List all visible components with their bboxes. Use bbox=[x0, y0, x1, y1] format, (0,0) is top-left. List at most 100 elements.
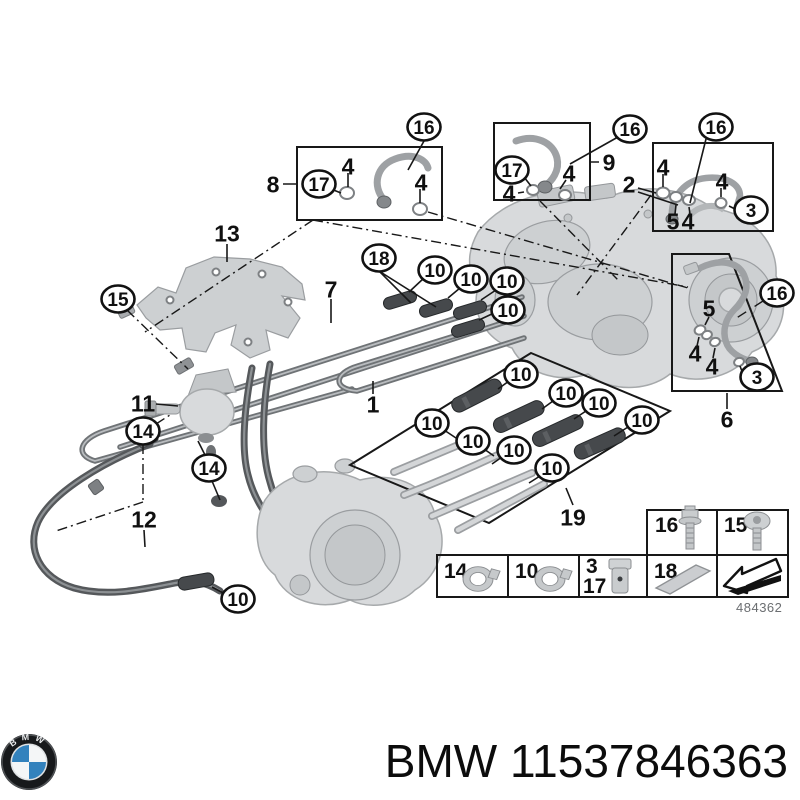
svg-text:10: 10 bbox=[462, 432, 483, 453]
part-label-7: 7 bbox=[325, 276, 338, 302]
part-number-text: BMW 11537846363 bbox=[384, 735, 788, 787]
svg-text:17: 17 bbox=[501, 161, 522, 182]
coolant-pipes-illustration bbox=[79, 290, 527, 464]
svg-text:10: 10 bbox=[496, 272, 517, 293]
callout-circle-14: 14 bbox=[191, 453, 227, 483]
svg-text:3: 3 bbox=[752, 368, 763, 389]
svg-text:10: 10 bbox=[503, 441, 524, 462]
callout-circle-14: 14 bbox=[125, 416, 161, 446]
part-label-4: 4 bbox=[706, 353, 719, 379]
part-label-6: 6 bbox=[721, 406, 734, 432]
hose-clamp-icon bbox=[462, 566, 501, 592]
part-label-4: 4 bbox=[563, 160, 576, 186]
svg-text:10: 10 bbox=[510, 365, 531, 386]
callout-circle-17: 17 bbox=[494, 155, 530, 185]
svg-text:10: 10 bbox=[555, 384, 576, 405]
box-19-contents bbox=[390, 378, 626, 534]
callout-circle-18: 18 bbox=[361, 243, 397, 273]
legend-label-17: 17 bbox=[583, 575, 606, 598]
callout-circle-15: 15 bbox=[100, 284, 136, 314]
part-label-4: 4 bbox=[682, 208, 695, 234]
part-label-19: 19 bbox=[560, 504, 586, 530]
plain-hoses bbox=[390, 437, 548, 534]
logo-quadrant-white-bl bbox=[12, 762, 29, 779]
callout-circle-10: 10 bbox=[220, 584, 256, 614]
hose-clamp-icon bbox=[534, 566, 573, 592]
legend-label-14: 14 bbox=[444, 560, 468, 583]
callout-circle-3: 3 bbox=[733, 195, 769, 225]
box-group-9 bbox=[493, 122, 591, 201]
legend-label-18: 18 bbox=[654, 560, 678, 583]
svg-text:10: 10 bbox=[588, 394, 609, 415]
logo-quadrant-white-tr bbox=[29, 745, 46, 762]
callout-circle-10: 10 bbox=[414, 408, 450, 438]
svg-text:10: 10 bbox=[421, 414, 442, 435]
footer: BMW BMW 11537846363 bbox=[0, 680, 800, 800]
svg-text:16: 16 bbox=[766, 284, 787, 305]
part-label-1: 1 bbox=[367, 391, 380, 417]
figure-code: 484362 bbox=[736, 600, 782, 615]
svg-text:16: 16 bbox=[705, 118, 726, 139]
svg-text:10: 10 bbox=[460, 270, 481, 291]
svg-text:10: 10 bbox=[424, 261, 445, 282]
callout-circle-10: 10 bbox=[534, 453, 570, 483]
water-pump-illustration bbox=[256, 458, 443, 606]
callout-circle-16: 16 bbox=[406, 112, 442, 142]
callout-circle-10: 10 bbox=[503, 359, 539, 389]
svg-text:10: 10 bbox=[497, 301, 518, 322]
detail-boxes bbox=[296, 122, 784, 525]
box-9-contents bbox=[512, 134, 572, 201]
legend-cell-arrow bbox=[716, 554, 789, 598]
callout-circle-10: 10 bbox=[417, 255, 453, 285]
legend-label-3: 3 bbox=[586, 555, 598, 578]
banjo-bolt-icon bbox=[608, 558, 632, 594]
part-label-12: 12 bbox=[131, 506, 157, 532]
exploded-parts-diagram: 1617161716316318101010101514141010101010… bbox=[30, 112, 795, 615]
part-label-5: 5 bbox=[667, 208, 680, 234]
legend-label-15: 15 bbox=[724, 514, 748, 537]
svg-text:16: 16 bbox=[619, 120, 640, 141]
hex-bolt-icon bbox=[678, 505, 702, 550]
box-group-19 bbox=[347, 351, 673, 525]
mounting-bracket-illustration bbox=[117, 256, 306, 375]
part-label-11: 11 bbox=[131, 390, 156, 416]
svg-text:10: 10 bbox=[541, 459, 562, 480]
direction-arrow-icon bbox=[722, 557, 783, 595]
svg-text:10: 10 bbox=[631, 411, 652, 432]
leader-lines bbox=[55, 136, 764, 595]
callout-circle-16: 16 bbox=[612, 114, 648, 144]
box-group-2 bbox=[652, 142, 774, 232]
svg-text:14: 14 bbox=[198, 459, 220, 480]
svg-text:3: 3 bbox=[746, 201, 757, 222]
bmw-logo: BMW bbox=[1, 733, 57, 790]
callout-circle-10: 10 bbox=[490, 295, 526, 325]
part-label-4: 4 bbox=[689, 340, 702, 366]
callout-circle-10: 10 bbox=[581, 388, 617, 418]
svg-text:15: 15 bbox=[107, 290, 129, 311]
svg-text:18: 18 bbox=[368, 249, 389, 270]
callout-circle-10: 10 bbox=[548, 378, 584, 408]
svg-text:16: 16 bbox=[413, 118, 434, 139]
legend-label-10: 10 bbox=[515, 560, 538, 583]
callout-circle-16: 16 bbox=[759, 278, 795, 308]
part-label-9: 9 bbox=[603, 149, 616, 175]
part-label-4: 4 bbox=[415, 169, 428, 195]
svg-text:17: 17 bbox=[308, 175, 329, 196]
svg-text:10: 10 bbox=[227, 590, 248, 611]
part-label-4: 4 bbox=[716, 168, 729, 194]
part-label-2: 2 bbox=[623, 171, 636, 197]
part-label-4: 4 bbox=[503, 180, 516, 206]
callout-circle-10: 10 bbox=[455, 426, 491, 456]
callout-circle-10: 10 bbox=[496, 435, 532, 465]
part-label-4: 4 bbox=[342, 153, 355, 179]
callout-circle-3: 3 bbox=[739, 362, 775, 392]
part-label-13: 13 bbox=[214, 220, 240, 246]
part-label-5: 5 bbox=[703, 295, 716, 321]
logo-quadrant-blue-tl bbox=[12, 745, 29, 762]
callout-circle-10: 10 bbox=[453, 264, 489, 294]
part-label-4: 4 bbox=[657, 154, 670, 180]
callout-circle-17: 17 bbox=[301, 169, 337, 199]
part-label-8: 8 bbox=[267, 171, 280, 197]
